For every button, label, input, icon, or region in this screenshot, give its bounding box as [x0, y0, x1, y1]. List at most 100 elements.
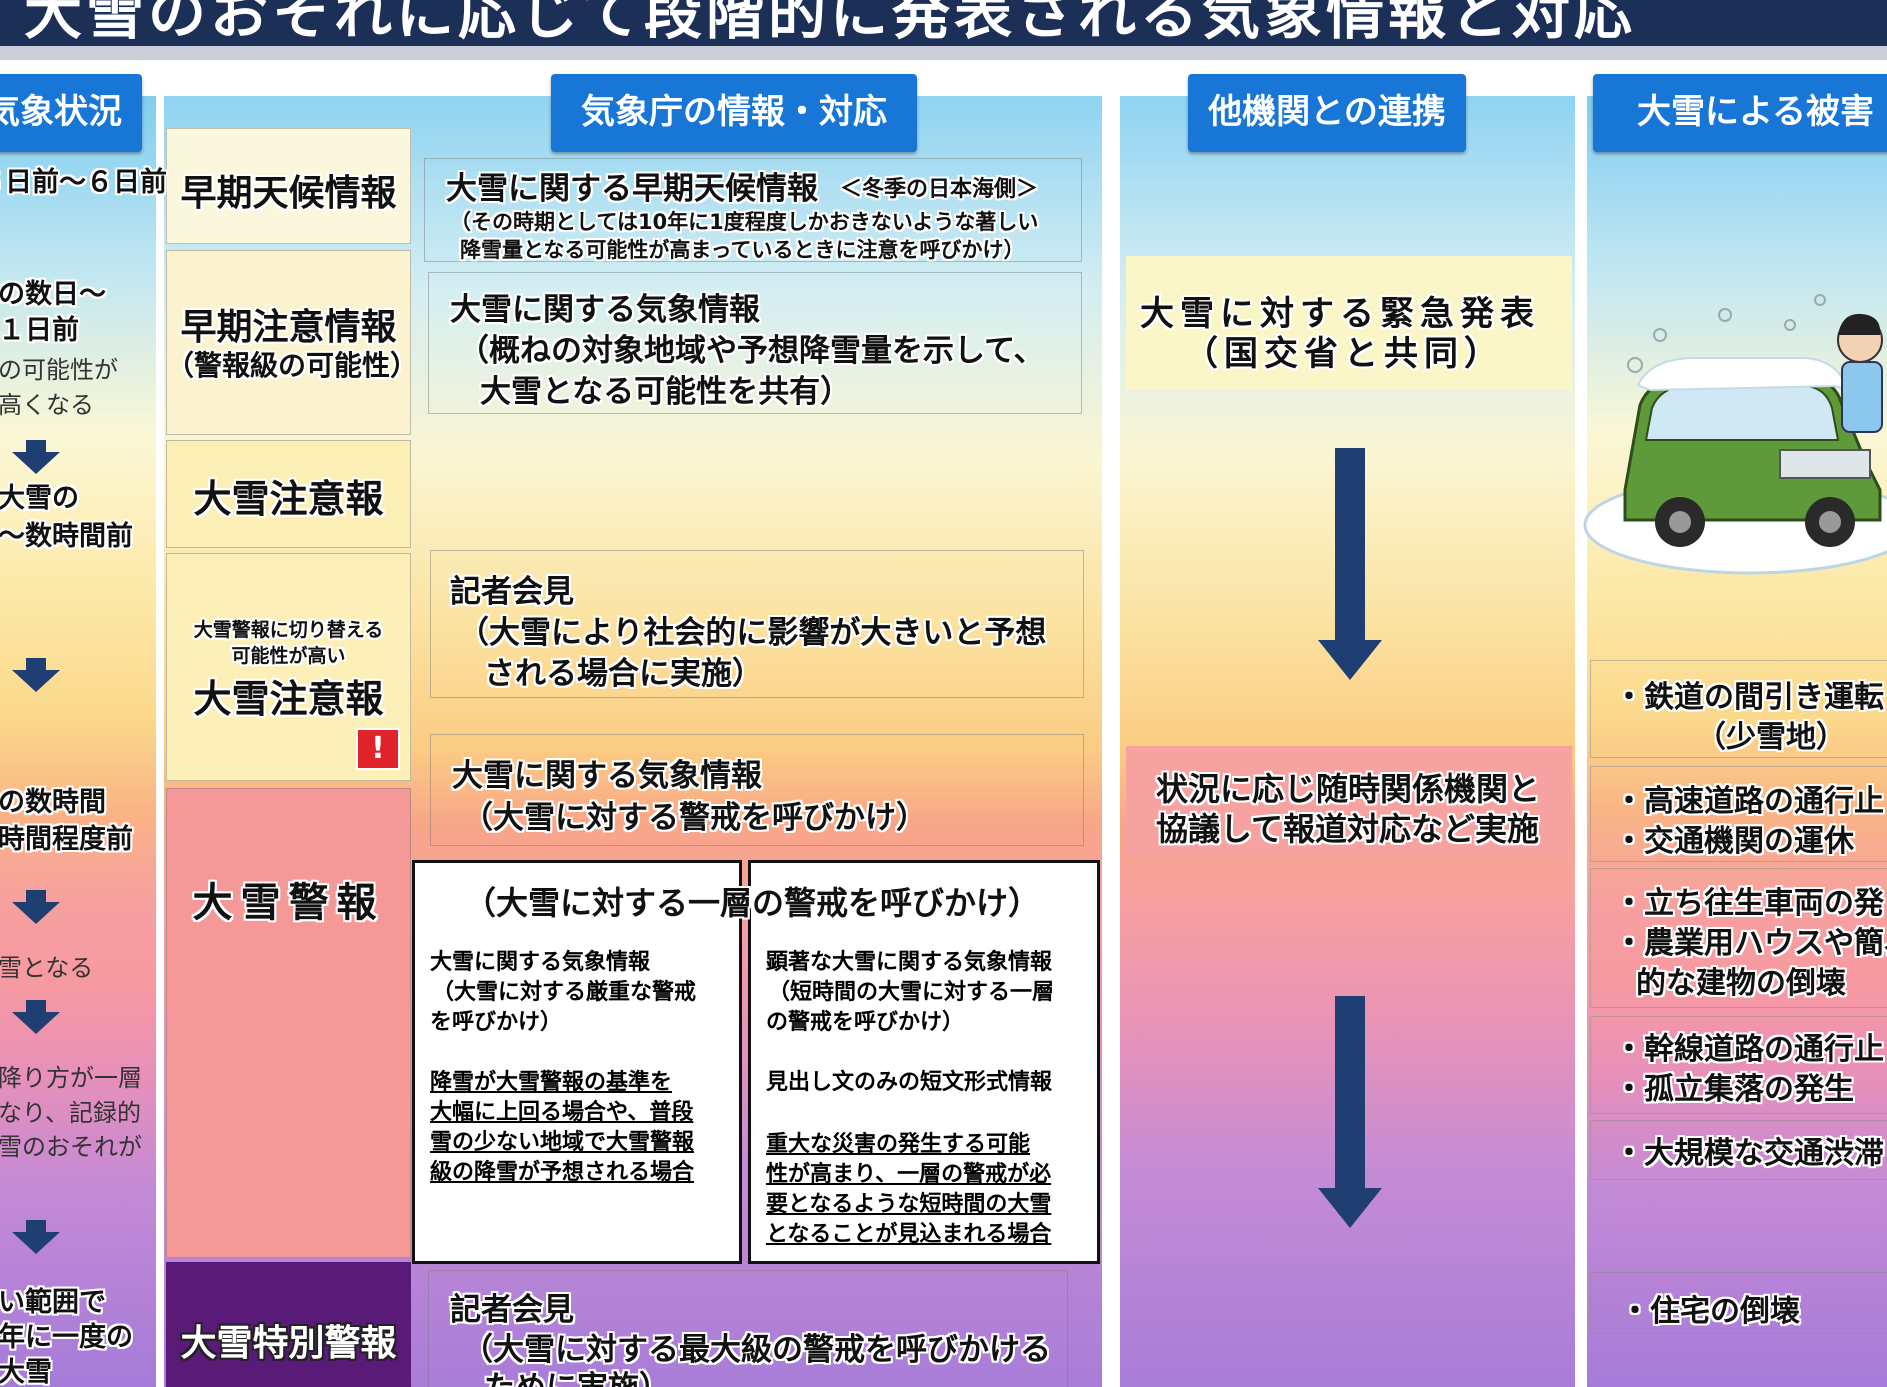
jma-box-title: 大雪に関する早期天候情報: [446, 171, 818, 207]
jma-box-line: （大雪に対する最大級の警戒を呼びかける: [462, 1332, 1051, 1368]
jma-box-title: 記者会見: [450, 574, 574, 610]
down-arrow-icon: [1318, 448, 1382, 680]
column-situation-bg: [0, 96, 156, 1387]
jma-box-special-press: [428, 1270, 1068, 1387]
level-early-caution-sub: （警報級の可能性）: [166, 349, 419, 382]
damage-box: [1590, 868, 1887, 1008]
header-situation: 気象状況: [0, 74, 142, 152]
damage-text: ・農業用ハウスや簡易: [1614, 926, 1887, 961]
down-arrow-icon: [1318, 996, 1382, 1228]
situation-text: の数日～: [0, 279, 106, 310]
warning-box-left: [412, 860, 742, 1264]
coop-text: 大雪に対する緊急発表: [1140, 294, 1540, 334]
warning-left-line: （大雪に対する厳重な警戒: [432, 980, 697, 1005]
damage-text: 的な建物の倒壊: [1636, 966, 1846, 1001]
title-divider: [0, 46, 1887, 60]
jma-box-title: 大雪に関する気象情報: [450, 292, 760, 328]
warning-right-line: の警戒を呼びかけ）: [766, 1010, 965, 1035]
level-bg-early-weather: [166, 128, 411, 244]
situation-text: い範囲で: [0, 1287, 106, 1318]
damage-box: [1590, 1120, 1887, 1180]
snow-stuck-car-illustration: [1583, 294, 1887, 575]
situation-text: １日前: [0, 315, 79, 346]
warning-right-criteria: 重大な災害の発生する可能: [766, 1132, 1031, 1157]
damage-box: [1590, 1016, 1887, 1114]
situation-text: 雪のおそれが: [0, 1133, 142, 1161]
level-bg-warning: [166, 788, 411, 1258]
level-early-caution-info: 早期注意情報: [180, 307, 397, 348]
level-early-weather-info: 早期天候情報: [180, 173, 397, 214]
damage-text: ・鉄道の間引き運転: [1614, 680, 1884, 715]
coop-text: （国交省と共同）: [1184, 334, 1504, 374]
warning-box-right: [748, 860, 1100, 1264]
warning-right-criteria: 性が高まり、一層の警戒が必: [766, 1162, 1052, 1187]
damage-text: （少雪地）: [1696, 720, 1846, 755]
level-bg-advisory-high: [166, 553, 411, 781]
header-coop: 他機関との連携: [1188, 74, 1466, 152]
damage-text: ・交通機関の運休: [1614, 824, 1854, 859]
situation-text: 時間程度前: [0, 824, 133, 855]
warning-right-line: （短時間の大雪に対する一層: [768, 980, 1055, 1005]
level-snow-warning: 大雪警報: [192, 880, 385, 926]
damage-text: ・孤立集落の発生: [1614, 1072, 1854, 1107]
situation-text: 大雪の: [0, 483, 79, 514]
warning-left-line: 大雪に関する気象情報: [430, 950, 651, 975]
situation-text: 降り方が一層: [0, 1064, 142, 1092]
jma-box-line: される場合に実施）: [484, 656, 763, 692]
situation-text: 雪となる: [0, 954, 94, 982]
warning-left-criteria: 雪の少ない地域で大雪警報: [430, 1130, 695, 1155]
down-arrow-icon: [12, 1220, 60, 1254]
situation-text: の数時間: [0, 787, 106, 818]
damage-text: ・幹線道路の通行止: [1614, 1032, 1884, 1067]
level-advisory-note: 可能性が高い: [231, 645, 346, 667]
down-arrow-icon: [12, 1000, 60, 1034]
title-bar: 大雪のおそれに応じて段階的に発表される気象情報と対応: [0, 0, 1887, 46]
jma-box-title: 記者会見: [450, 1292, 574, 1328]
damage-text: ・立ち往生車両の発: [1614, 886, 1884, 921]
warning-right-line: 見出し文のみの短文形式情報: [766, 1070, 1053, 1095]
damage-text: ・大規模な交通渋滞: [1614, 1136, 1884, 1171]
damage-box: [1590, 766, 1887, 862]
level-snow-advisory: 大雪注意報: [193, 477, 384, 521]
jma-box-line: （大雪により社会的に影響が大きいと予想: [458, 615, 1047, 651]
coop-text: 状況に応じ随時関係機関と: [1156, 770, 1541, 808]
situation-text: ６日前～６日前: [0, 167, 167, 198]
damage-box: [1590, 660, 1887, 758]
coop-box-emergency: [1126, 256, 1572, 390]
warning-right-criteria: 要となるような短時間の大雪: [766, 1192, 1052, 1217]
situation-text: 大雪: [0, 1357, 52, 1387]
level-snow-advisory-high: 大雪注意報: [193, 677, 384, 721]
down-arrow-icon: [12, 440, 60, 474]
coop-text: 協議して報道対応など実施: [1156, 810, 1540, 848]
jma-box-line: （大雪に対する警戒を呼びかけ）: [462, 800, 927, 836]
level-bg-advisory: [166, 440, 411, 548]
jma-box-line: 降雪量となる可能性が高まっているときに注意を呼びかけ）: [460, 238, 1025, 262]
jma-box-line: （概ねの対象地域や予想降雪量を示して、: [458, 333, 1045, 369]
jma-box-line: ために実施）: [484, 1362, 670, 1387]
level-bg-early-caution: [166, 250, 411, 435]
down-arrow-icon: [12, 658, 60, 692]
warning-left-criteria: 大幅に上回る場合や、普段: [430, 1100, 694, 1125]
warning-left-line: を呼びかけ）: [430, 1010, 563, 1035]
header-jma: 気象庁の情報・対応: [551, 74, 917, 152]
slide-title: 大雪のおそれに応じて段階的に発表される気象情報と対応: [24, 0, 1637, 46]
level-special-warning: 大雪特別警報: [180, 1323, 397, 1364]
alert-badge-icon: !: [356, 728, 400, 770]
coop-box-press: [1126, 746, 1572, 858]
jma-box-line: 大雪となる可能性を共有）: [480, 374, 852, 410]
jma-box-warning-info: [430, 734, 1084, 846]
damage-box: [1590, 1272, 1887, 1334]
jma-box-early-weather: [424, 158, 1082, 262]
jma-box-weather-info: [428, 272, 1082, 414]
down-arrow-icon: [12, 890, 60, 924]
level-bg-special-warning: [166, 1262, 411, 1387]
damage-text: ・住宅の倒壊: [1620, 1294, 1800, 1329]
warning-left-criteria: 降雪が大雪警報の基準を: [430, 1070, 673, 1095]
damage-text: ・高速道路の通行止: [1614, 784, 1884, 819]
jma-box-title: 大雪に関する気象情報: [452, 758, 762, 794]
situation-text: の可能性が: [0, 356, 118, 384]
situation-text: ～数時間前: [0, 521, 133, 552]
column-damage-bg: [1587, 96, 1887, 1387]
situation-text: 年に一度の: [0, 1322, 133, 1353]
warning-left-criteria: 級の降雪が予想される場合: [430, 1160, 695, 1185]
